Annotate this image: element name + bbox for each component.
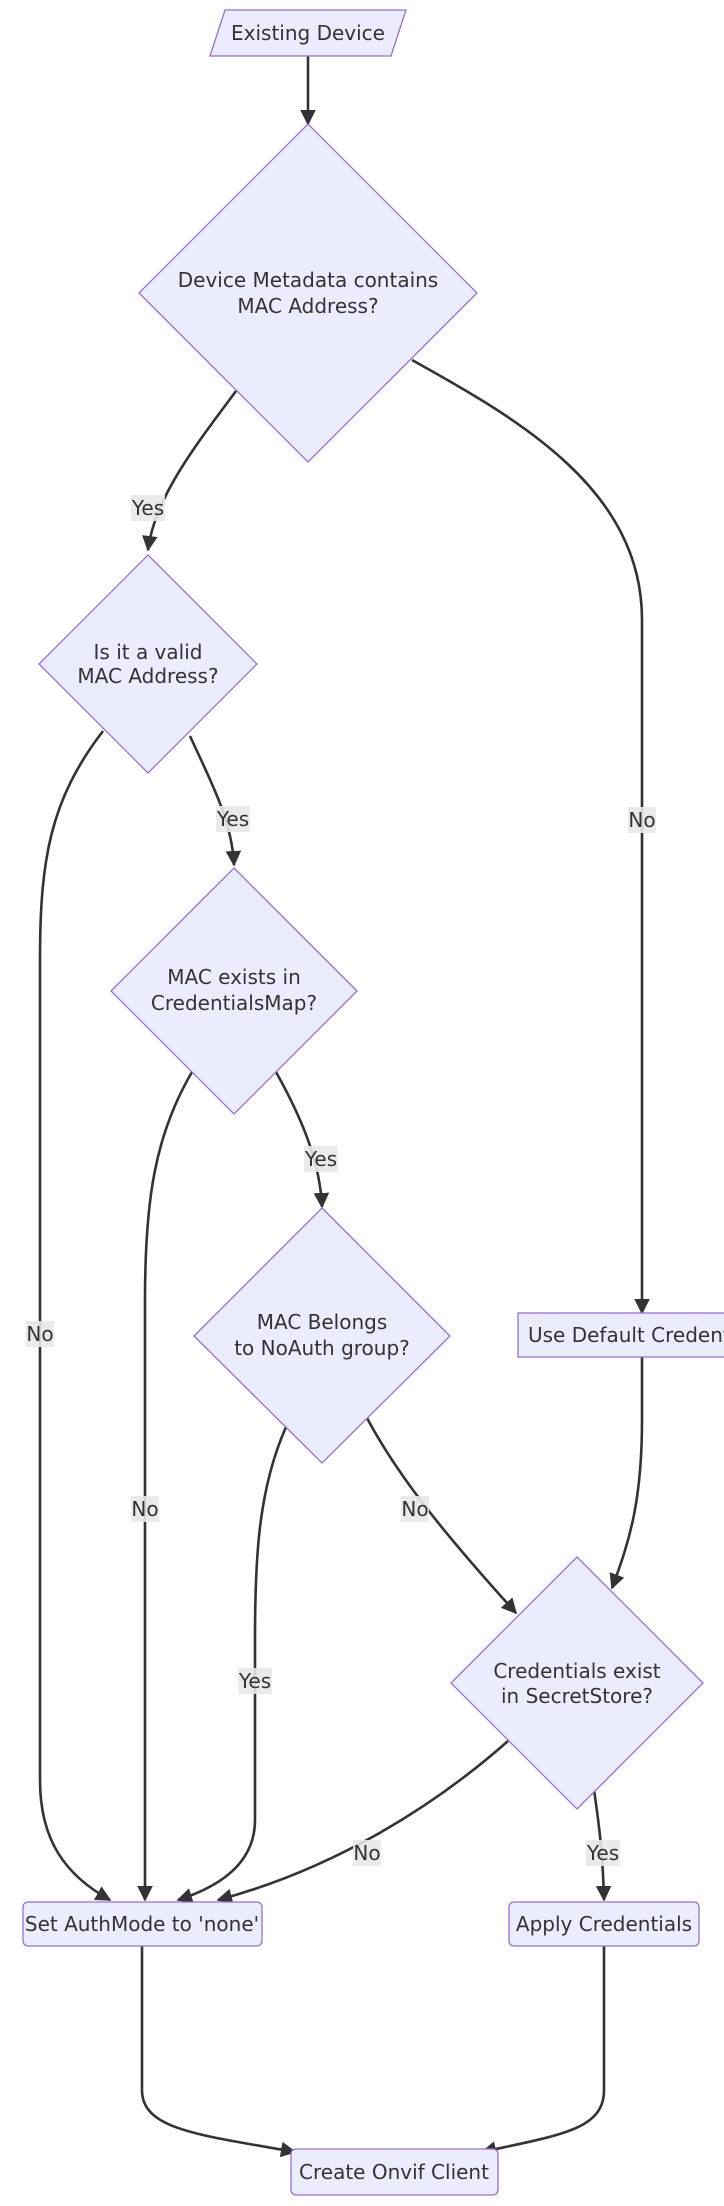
edge-label-has-mac-no: No: [628, 807, 656, 833]
node-default-credentials: Use Default Credentials: [517, 1312, 724, 1358]
edge-label-creds-no: No: [353, 1840, 381, 1866]
decision-has-mac-line1: Device Metadata contains: [178, 268, 438, 292]
svg-text:No: No: [401, 1497, 428, 1521]
decision-noauth-group-line1: MAC Belongs: [257, 1310, 388, 1334]
edge-noauth-no: [365, 1417, 518, 1615]
svg-text:Yes: Yes: [238, 1669, 271, 1693]
edge-set-none-to-client: [140, 1946, 297, 2158]
node-existing-device: Existing Device: [209, 9, 407, 57]
edge-valid-mac-yes: [188, 735, 242, 867]
decision-creds-exist: Credentials exist in SecretStore?: [450, 1556, 704, 1810]
edge-noauth-yes: [176, 1426, 288, 1904]
node-default-credentials-label: Use Default Credentials: [528, 1323, 724, 1347]
edge-valid-mac-no: [38, 730, 112, 1902]
edge-label-noauth-no: No: [401, 1496, 429, 1522]
svg-text:Yes: Yes: [586, 1841, 619, 1865]
edge-label-valid-mac-yes: Yes: [216, 806, 250, 832]
node-existing-device-label: Existing Device: [231, 21, 385, 45]
edge-label-mac-in-map-no: No: [131, 1496, 159, 1522]
node-set-authmode-none-label: Set AuthMode to 'none': [25, 1912, 259, 1936]
svg-text:Yes: Yes: [216, 807, 249, 831]
edge-labels: Yes No Yes No Yes No Yes No: [26, 495, 656, 1866]
edge-label-creds-yes: Yes: [586, 1840, 620, 1866]
decision-noauth-group: MAC Belongs to NoAuth group?: [193, 1207, 451, 1464]
edge-mac-in-map-yes: [274, 1071, 330, 1209]
decision-mac-in-map-line2: CredentialsMap?: [151, 991, 317, 1015]
decision-valid-mac: Is it a valid MAC Address?: [38, 554, 258, 774]
decision-has-mac-line2: MAC Address?: [237, 294, 378, 318]
decision-creds-exist-line2: in SecretStore?: [501, 1684, 653, 1708]
edge-creds-no: [216, 1740, 509, 1904]
decision-has-mac: Device Metadata contains MAC Address?: [138, 123, 478, 463]
svg-text:No: No: [353, 1841, 380, 1865]
node-create-onvif-client-label: Create Onvif Client: [299, 2160, 489, 2184]
svg-text:No: No: [628, 808, 655, 832]
decision-mac-in-map: MAC exists in CredentialsMap?: [110, 867, 358, 1115]
decision-valid-mac-line2: MAC Address?: [77, 664, 218, 688]
node-apply-credentials-label: Apply Credentials: [516, 1912, 692, 1936]
edge-mac-in-map-no: [137, 1071, 194, 1902]
edge-has-mac-yes: [142, 390, 238, 552]
node-create-onvif-client: Create Onvif Client: [290, 2148, 499, 2196]
decision-creds-exist-line1: Credentials exist: [493, 1659, 660, 1683]
svg-text:Yes: Yes: [304, 1147, 337, 1171]
node-apply-credentials: Apply Credentials: [508, 1901, 700, 1947]
edge-default-to-creds: [609, 1356, 644, 1590]
edge-label-has-mac-yes: Yes: [131, 495, 165, 521]
edge-label-noauth-yes: Yes: [238, 1668, 272, 1694]
svg-text:No: No: [131, 1497, 158, 1521]
edge-label-valid-mac-no: No: [26, 1321, 54, 1347]
edge-label-mac-in-map-yes: Yes: [304, 1146, 338, 1172]
decision-mac-in-map-line1: MAC exists in: [167, 965, 301, 989]
decision-valid-mac-line1: Is it a valid: [94, 640, 203, 664]
svg-text:Yes: Yes: [131, 496, 164, 520]
edge-apply-to-client: [480, 1946, 606, 2157]
node-set-authmode-none: Set AuthMode to 'none': [22, 1901, 263, 1947]
edges: [38, 54, 650, 2158]
edge-has-mac-no: [411, 358, 650, 1315]
decision-noauth-group-line2: to NoAuth group?: [234, 1336, 410, 1360]
svg-text:No: No: [26, 1322, 53, 1346]
